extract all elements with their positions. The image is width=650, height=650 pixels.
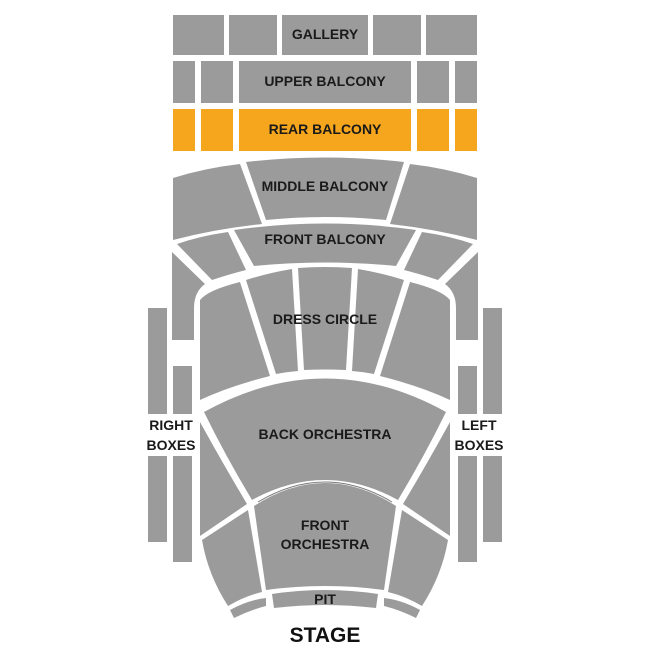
- dress-circle-outer-left[interactable]: [200, 282, 270, 400]
- pit-left[interactable]: [230, 598, 266, 618]
- pit-center[interactable]: [272, 590, 378, 608]
- back-orchestra-left[interactable]: [200, 422, 247, 536]
- upper-balcony-block[interactable]: [201, 61, 233, 103]
- stage-label: STAGE: [290, 624, 361, 647]
- middle-balcony-center[interactable]: [246, 157, 404, 221]
- rear-balcony-block[interactable]: [455, 109, 477, 151]
- upper-balcony-block[interactable]: [173, 61, 195, 103]
- front-orchestra-left[interactable]: [202, 510, 262, 606]
- section-dress-circle[interactable]: DRESS CIRCLE: [200, 267, 450, 400]
- section-left-boxes[interactable]: LEFT BOXES: [451, 308, 507, 562]
- front-balcony-left[interactable]: [177, 232, 246, 280]
- rear-balcony-block[interactable]: [201, 109, 233, 151]
- front-orchestra-center[interactable]: [254, 483, 396, 590]
- front-orchestra-row-divider: [257, 481, 393, 503]
- dress-circle-inner-right[interactable]: [352, 269, 404, 374]
- middle-balcony-right[interactable]: [390, 164, 477, 240]
- upper-balcony-block[interactable]: [239, 61, 411, 103]
- gallery-block[interactable]: [282, 15, 368, 55]
- section-upper-balcony[interactable]: UPPER BALCONY: [173, 61, 477, 103]
- back-orchestra-center[interactable]: [204, 378, 446, 501]
- dress-circle-inner-left[interactable]: [246, 269, 298, 374]
- gallery-block[interactable]: [426, 15, 477, 55]
- left-boxes-inner[interactable]: [458, 366, 477, 562]
- rear-balcony-block[interactable]: [173, 109, 195, 151]
- rear-balcony-block[interactable]: [239, 109, 411, 151]
- right-boxes-inner[interactable]: [173, 366, 192, 562]
- section-right-boxes[interactable]: RIGHT BOXES: [145, 308, 199, 562]
- back-orchestra-right[interactable]: [403, 422, 450, 536]
- upper-balcony-block[interactable]: [417, 61, 449, 103]
- section-rear-balcony[interactable]: REAR BALCONY: [173, 109, 477, 151]
- front-orchestra-right[interactable]: [388, 510, 448, 606]
- gallery-block[interactable]: [173, 15, 224, 55]
- upper-balcony-block[interactable]: [455, 61, 477, 103]
- front-balcony-center[interactable]: [234, 223, 416, 267]
- dress-circle-center[interactable]: [298, 267, 352, 370]
- right-boxes-label-backdrop: [145, 414, 199, 456]
- section-back-orchestra[interactable]: BACK ORCHESTRA: [200, 378, 450, 537]
- balcony-wing-right[interactable]: [445, 252, 478, 340]
- section-pit[interactable]: PIT: [230, 590, 420, 618]
- dress-circle-outer-right[interactable]: [380, 282, 450, 400]
- balcony-wing-left[interactable]: [172, 252, 205, 340]
- front-balcony-right[interactable]: [404, 232, 473, 280]
- left-boxes-label-backdrop: [451, 414, 507, 456]
- middle-balcony-left[interactable]: [173, 164, 262, 240]
- section-gallery[interactable]: GALLERY: [173, 15, 477, 55]
- gallery-block[interactable]: [373, 15, 421, 55]
- rear-balcony-block[interactable]: [417, 109, 449, 151]
- gallery-block[interactable]: [229, 15, 277, 55]
- pit-right[interactable]: [384, 598, 420, 618]
